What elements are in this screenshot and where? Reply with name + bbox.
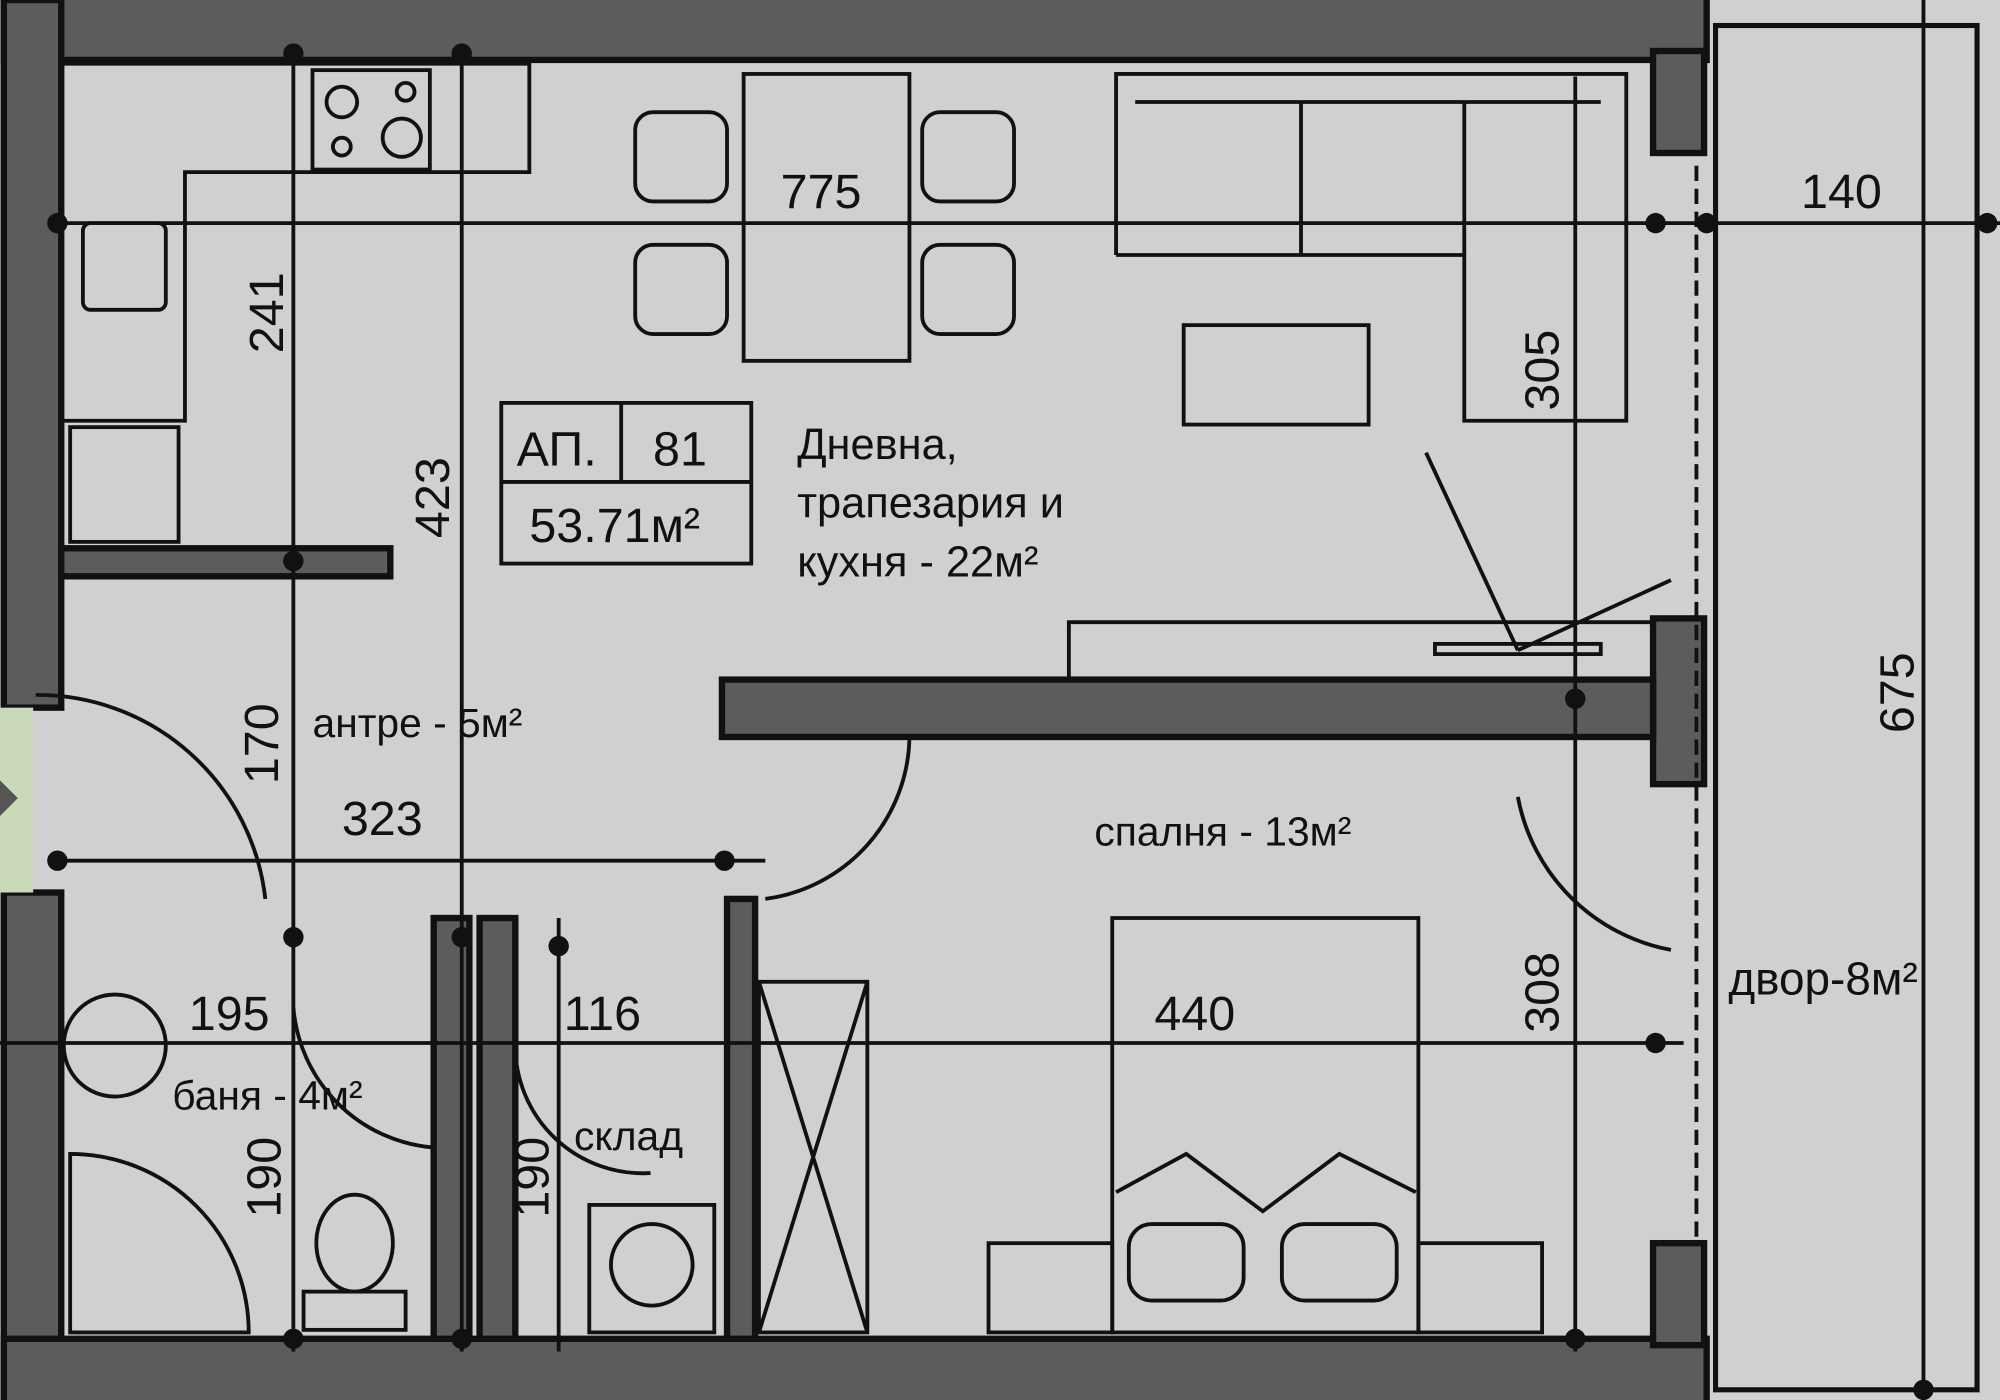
dim-116: 116 bbox=[564, 987, 641, 1041]
dim-140: 140 bbox=[1801, 165, 1882, 219]
dim-440: 440 bbox=[1154, 987, 1235, 1041]
yard-area bbox=[1713, 22, 1980, 1393]
room-storage-label: склад bbox=[574, 1113, 683, 1159]
room-living-label-2: трапезария и bbox=[797, 480, 1064, 528]
dim-305: 305 bbox=[1516, 330, 1570, 411]
dim-323: 323 bbox=[342, 792, 423, 846]
walls bbox=[0, 0, 1710, 1400]
dim-170: 170 bbox=[235, 703, 289, 784]
sofa bbox=[1066, 72, 1672, 680]
room-yard-label: двор-8м² bbox=[1728, 953, 1917, 1005]
room-hall-label: антре - 5м² bbox=[313, 700, 523, 746]
entrance-arrow-icon bbox=[0, 780, 18, 817]
dim-675: 675 bbox=[1870, 652, 1924, 733]
dim-241: 241 bbox=[240, 272, 294, 353]
doors bbox=[35, 692, 1672, 1176]
dining-table bbox=[633, 72, 1016, 363]
dim-308: 308 bbox=[1516, 952, 1570, 1033]
kitchen-counter bbox=[61, 61, 532, 544]
apartment-number: 81 bbox=[653, 422, 707, 476]
apartment-label: АП. bbox=[517, 422, 597, 476]
room-living-label-1: Дневна, bbox=[797, 421, 958, 469]
apartment-area: 53.71м² bbox=[529, 499, 700, 553]
room-living-label-3: кухня - 22м² bbox=[797, 538, 1038, 586]
dim-190-storage: 190 bbox=[505, 1137, 559, 1218]
room-bath-label: баня - 4м² bbox=[172, 1072, 362, 1118]
dim-195: 195 bbox=[189, 987, 270, 1041]
dim-423: 423 bbox=[406, 457, 460, 538]
room-bedroom-label: спалня - 13м² bbox=[1094, 808, 1351, 854]
dim-190-bath: 190 bbox=[238, 1137, 292, 1218]
apartment-label-box bbox=[499, 401, 754, 566]
dimension-nodes bbox=[47, 43, 1998, 1400]
dim-775: 775 bbox=[781, 165, 862, 219]
fixtures bbox=[61, 916, 1545, 1335]
